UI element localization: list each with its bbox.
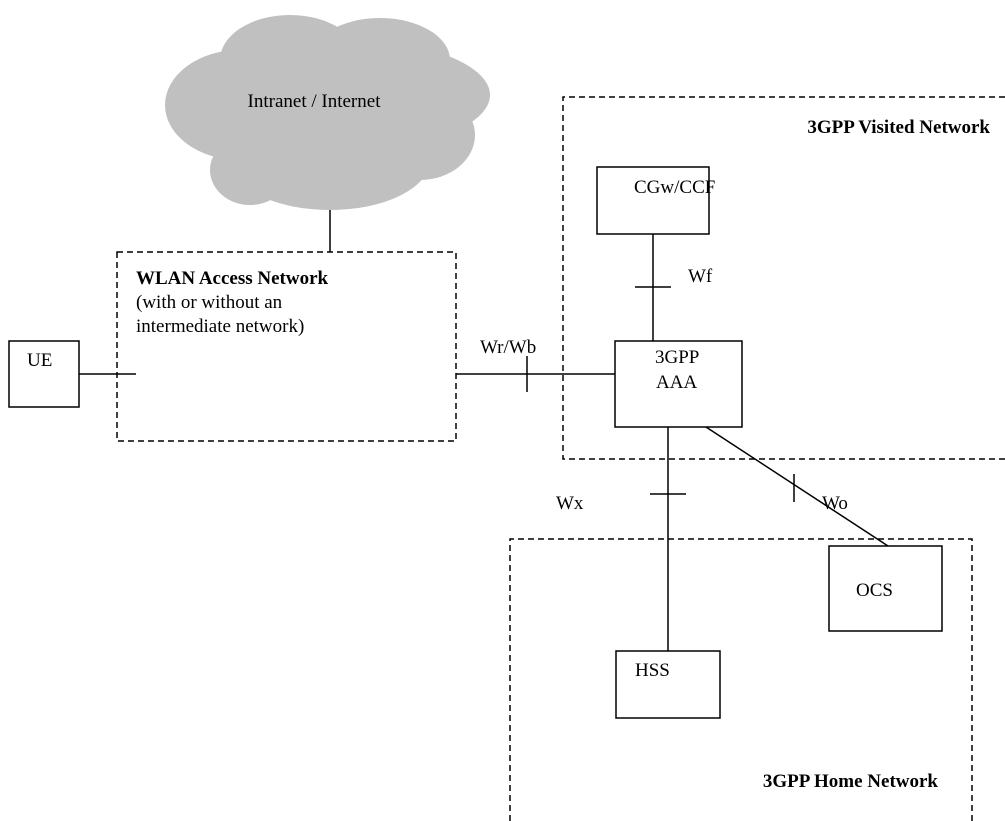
wlan-access-network-boundary <box>116 251 457 442</box>
ue-label: UE <box>27 350 52 371</box>
aaa-to-ocs-line <box>705 426 889 547</box>
wlan-subtitle-line1: (with or without an <box>136 292 283 313</box>
hss-node: HSS <box>615 650 721 719</box>
cgw-ccf-label: CGw/CCF <box>634 177 715 198</box>
cloud-label: Intranet / Internet <box>248 91 382 112</box>
interface-wr-wb-label: Wr/Wb <box>480 337 536 358</box>
ocs-node: OCS <box>828 545 943 632</box>
wlan-subtitle-line2: intermediate network) <box>136 316 304 337</box>
visited-network-boundary <box>562 96 1005 460</box>
wlan-title: WLAN Access Network <box>136 268 329 289</box>
cgw-ccf-node: CGw/CCF <box>596 166 715 235</box>
home-network-boundary <box>509 538 973 821</box>
ocs-label: OCS <box>856 580 893 601</box>
hss-label: HSS <box>635 660 670 681</box>
internet-cloud: Intranet / Internet <box>165 15 490 210</box>
ue-node: UE <box>8 340 80 408</box>
aaa-node: 3GPP AAA <box>614 340 743 428</box>
home-network-label: 3GPP Home Network <box>763 771 939 792</box>
interface-wx-label: Wx <box>556 493 584 514</box>
visited-network-label: 3GPP Visited Network <box>807 117 990 138</box>
aaa-label-line1: 3GPP <box>655 347 699 368</box>
aaa-label-line2: AAA <box>656 372 697 393</box>
interface-wf-label: Wf <box>688 266 713 287</box>
interface-wo-label: Wo <box>822 493 848 514</box>
